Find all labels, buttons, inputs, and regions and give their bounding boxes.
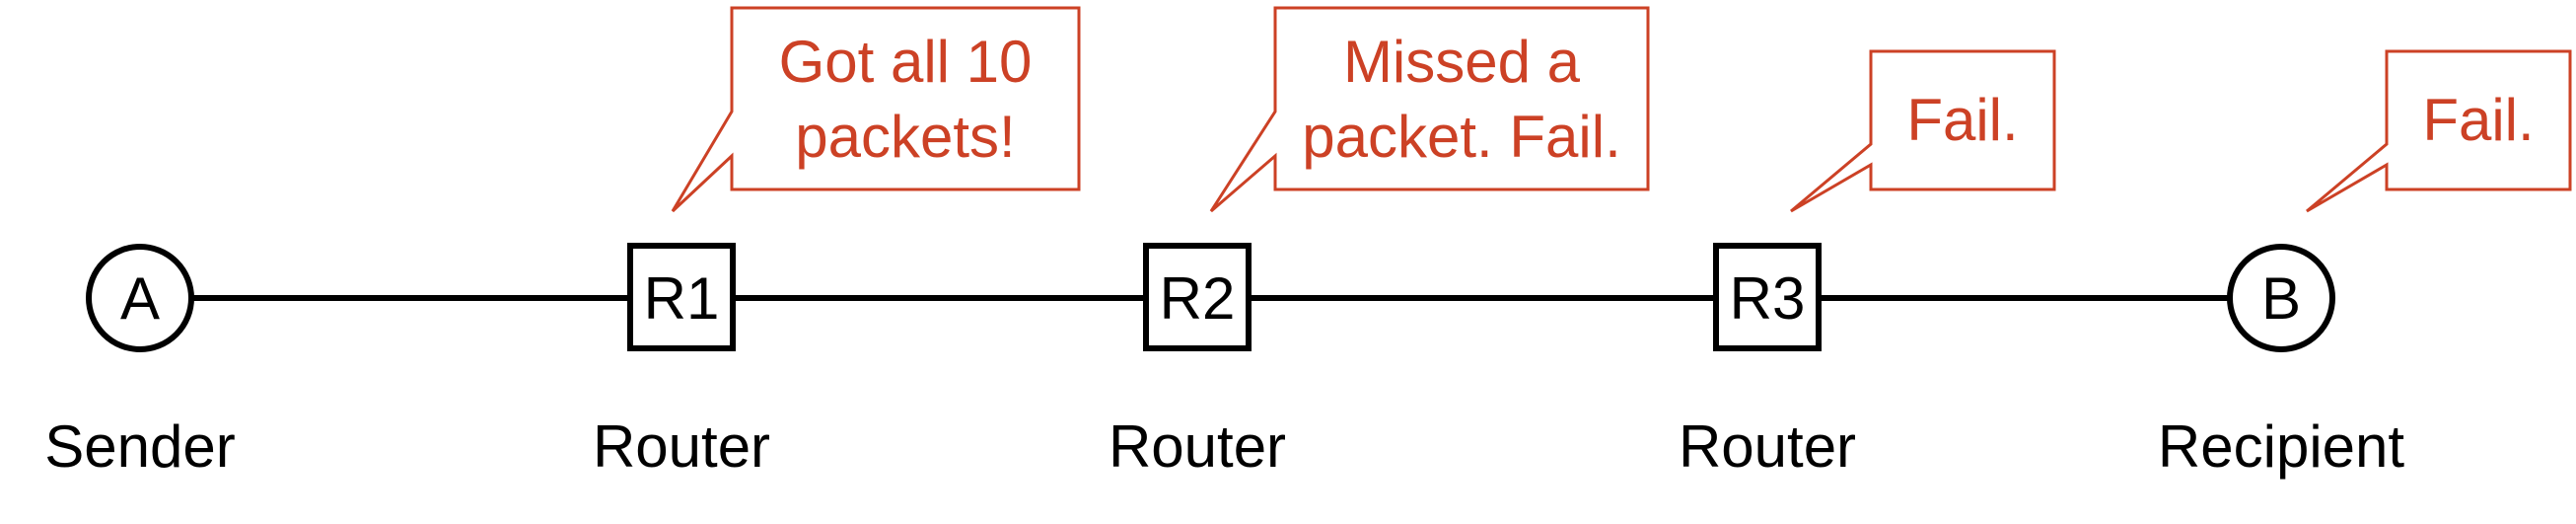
router-3-label: Router [1679, 413, 1856, 480]
callout-router-2-line1: Missed a [1343, 29, 1581, 95]
callout-router-1-line2: packets! [795, 104, 1015, 170]
callout-router-2-bubble [1209, 6, 1650, 213]
recipient-symbol: B [2261, 265, 2301, 332]
router-1-box [627, 243, 736, 351]
router-2-symbol: R2 [1160, 265, 1236, 332]
callout-router-3: Fail. [1790, 49, 2056, 213]
sender-circle [86, 244, 194, 352]
callout-recipient-line1: Fail. [2422, 87, 2534, 153]
router-2-box [1143, 243, 1252, 351]
node-router-1: R1 [627, 243, 736, 351]
recipient-label: Recipient [2158, 413, 2404, 480]
callout-router-1: Got all 10 packets! [671, 6, 1081, 213]
callout-router-1-bubble [671, 6, 1081, 213]
callout-recipient: Fail. [2306, 49, 2572, 213]
router-1-label: Router [593, 413, 770, 480]
callout-router-3-line1: Fail. [1906, 87, 2018, 153]
callout-router-3-bubble [1790, 49, 2056, 213]
node-sender: A [86, 244, 194, 352]
callout-router-1-line1: Got all 10 [779, 29, 1033, 95]
router-3-box [1713, 243, 1822, 351]
callout-router-2-line2: packet. Fail. [1302, 104, 1620, 170]
router-3-symbol: R3 [1730, 265, 1806, 332]
callout-router-2: Missed a packet. Fail. [1209, 6, 1650, 213]
recipient-circle [2227, 244, 2335, 352]
sender-symbol: A [120, 265, 160, 332]
node-router-3: R3 [1713, 243, 1822, 351]
node-recipient: B [2227, 244, 2335, 352]
router-2-label: Router [1109, 413, 1286, 480]
router-1-symbol: R1 [644, 265, 720, 332]
callout-recipient-bubble [2306, 49, 2572, 213]
sender-label: Sender [44, 413, 235, 480]
node-router-2: R2 [1143, 243, 1252, 351]
